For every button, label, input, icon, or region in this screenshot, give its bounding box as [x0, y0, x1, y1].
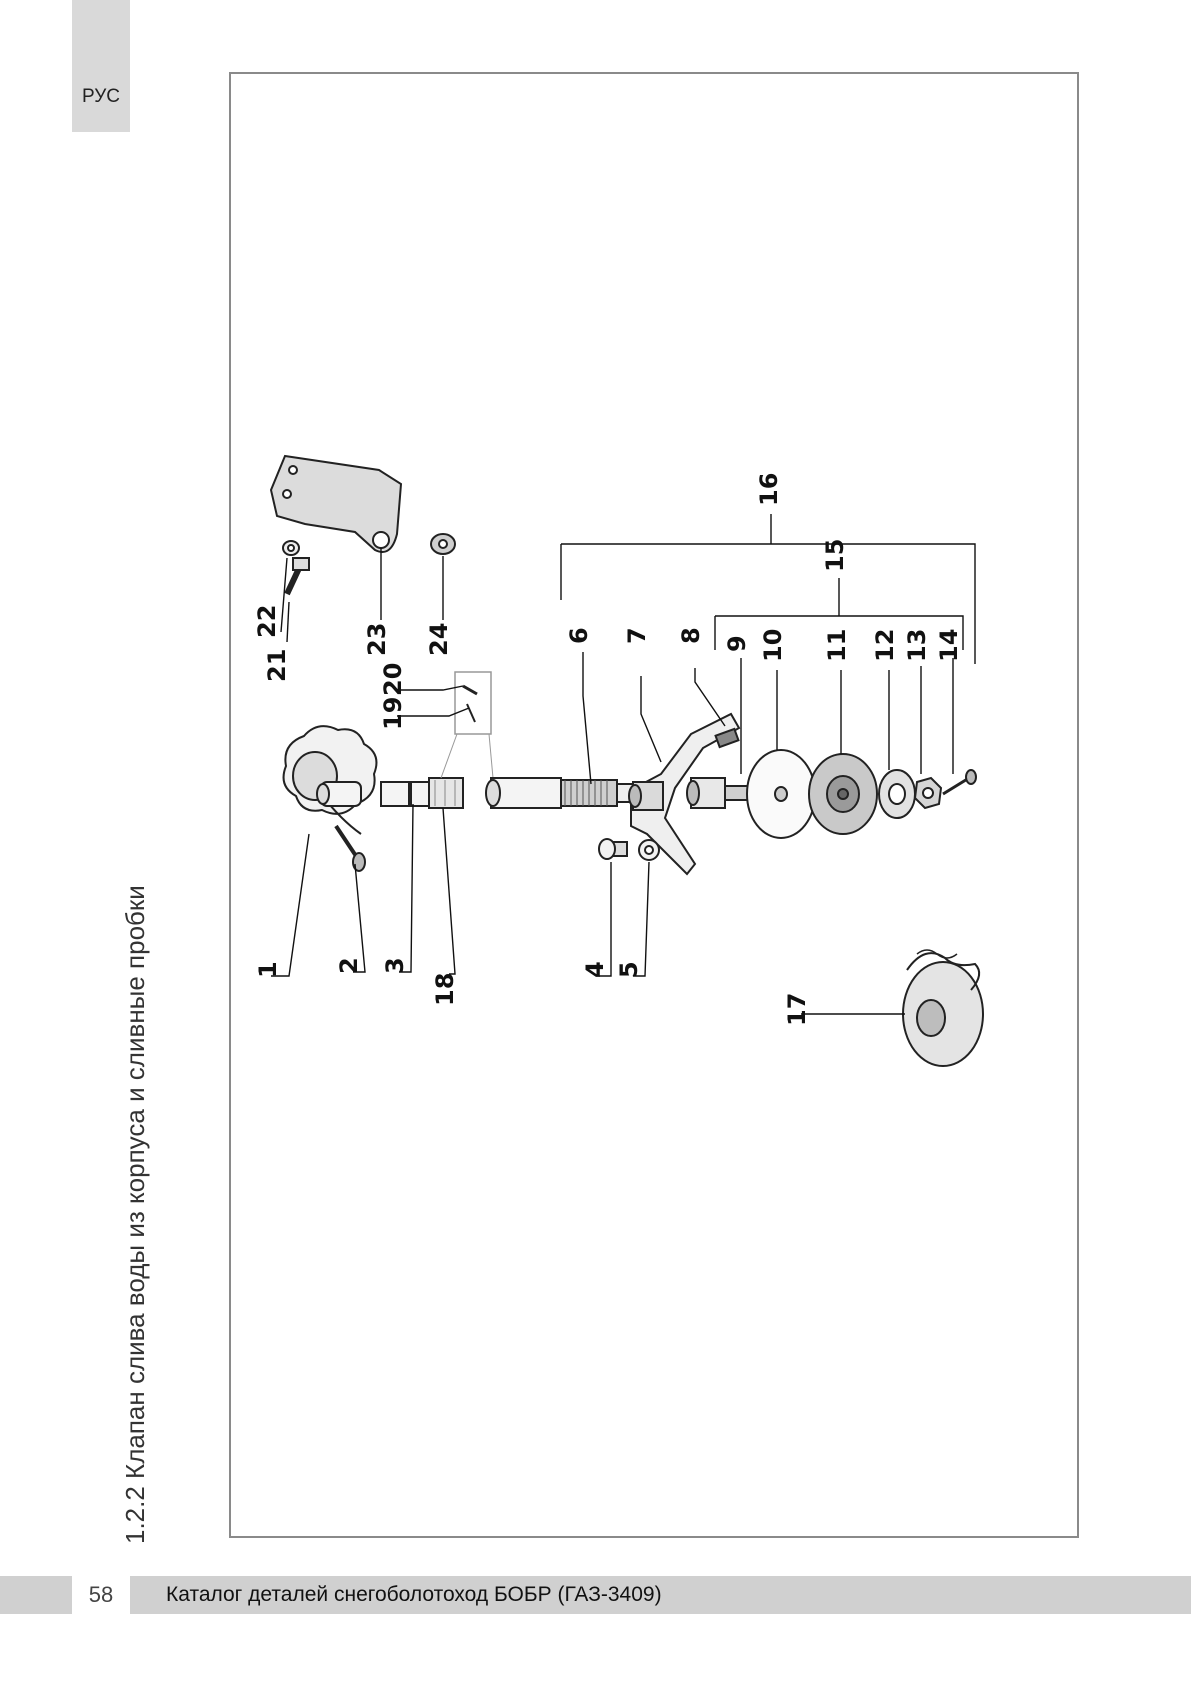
part-17-drain-plug	[902, 949, 984, 1067]
part-12-cup	[878, 769, 916, 819]
callout-11: 11	[823, 629, 851, 662]
language-label: РУС	[81, 86, 121, 107]
part-1-handwheel	[282, 725, 378, 835]
callout-10: 10	[759, 629, 787, 662]
callout-18: 18	[431, 973, 459, 1006]
diagram-frame: 1 2 3 18 4 5 17 6 7 8 9 10 11 12 13 14 1…	[229, 72, 1079, 1538]
part-22-washer	[282, 540, 300, 556]
callout-13: 13	[903, 629, 931, 662]
part-2-pin	[334, 824, 366, 872]
part-21-bolt	[284, 557, 310, 596]
callout-2: 2	[335, 957, 363, 974]
callout-12: 12	[871, 629, 899, 662]
part-9-stud	[686, 777, 756, 809]
part-4-bolt	[598, 838, 628, 860]
callout-22: 22	[253, 605, 281, 638]
part-24-washer	[430, 533, 456, 555]
callout-17: 17	[783, 993, 811, 1026]
part-6-stem	[485, 777, 636, 809]
callout-15: 15	[821, 539, 849, 572]
footer-bar	[0, 1576, 1191, 1614]
callout-14: 14	[935, 629, 963, 662]
section-title: 1.2.2 Клапан слива воды из корпуса и сли…	[120, 885, 150, 1544]
part-23-plate	[269, 454, 403, 553]
part-18-coupling	[428, 777, 464, 809]
callout-8: 8	[677, 627, 705, 644]
callout-5: 5	[615, 961, 643, 978]
page-number: 58	[72, 1576, 130, 1614]
callout-23: 23	[363, 623, 391, 656]
part-7-bracket	[628, 712, 741, 876]
part-8-key	[714, 727, 740, 749]
callout-16: 16	[755, 473, 783, 506]
callout-7: 7	[623, 627, 651, 644]
part-10-disc	[746, 749, 816, 839]
part-14-cotter	[942, 769, 977, 796]
callout-3: 3	[381, 957, 409, 974]
part-13-nut	[913, 776, 943, 810]
callout-labels: 1 2 3 18 4 5 17 6 7 8 9 10 11 12 13 14 1…	[253, 473, 963, 1026]
callout-6: 6	[565, 627, 593, 644]
catalog-title: Каталог деталей снегоболотоход БОБР (ГАЗ…	[166, 1583, 662, 1606]
part-11-plug	[808, 753, 878, 835]
callout-1: 1	[254, 961, 282, 978]
callout-20: 20	[379, 663, 407, 696]
callout-4: 4	[581, 961, 609, 978]
exploded-parts-diagram: 1 2 3 18 4 5 17 6 7 8 9 10 11 12 13 14 1…	[253, 454, 984, 1067]
callout-9: 9	[723, 635, 751, 652]
callout-19: 19	[379, 697, 407, 730]
callout-24: 24	[425, 623, 453, 656]
part-3-shaft	[316, 781, 436, 807]
callout-21: 21	[263, 649, 291, 682]
detail-box-19-20	[440, 671, 494, 779]
part-5-washer	[638, 839, 660, 861]
language-tab: РУС	[72, 0, 130, 132]
